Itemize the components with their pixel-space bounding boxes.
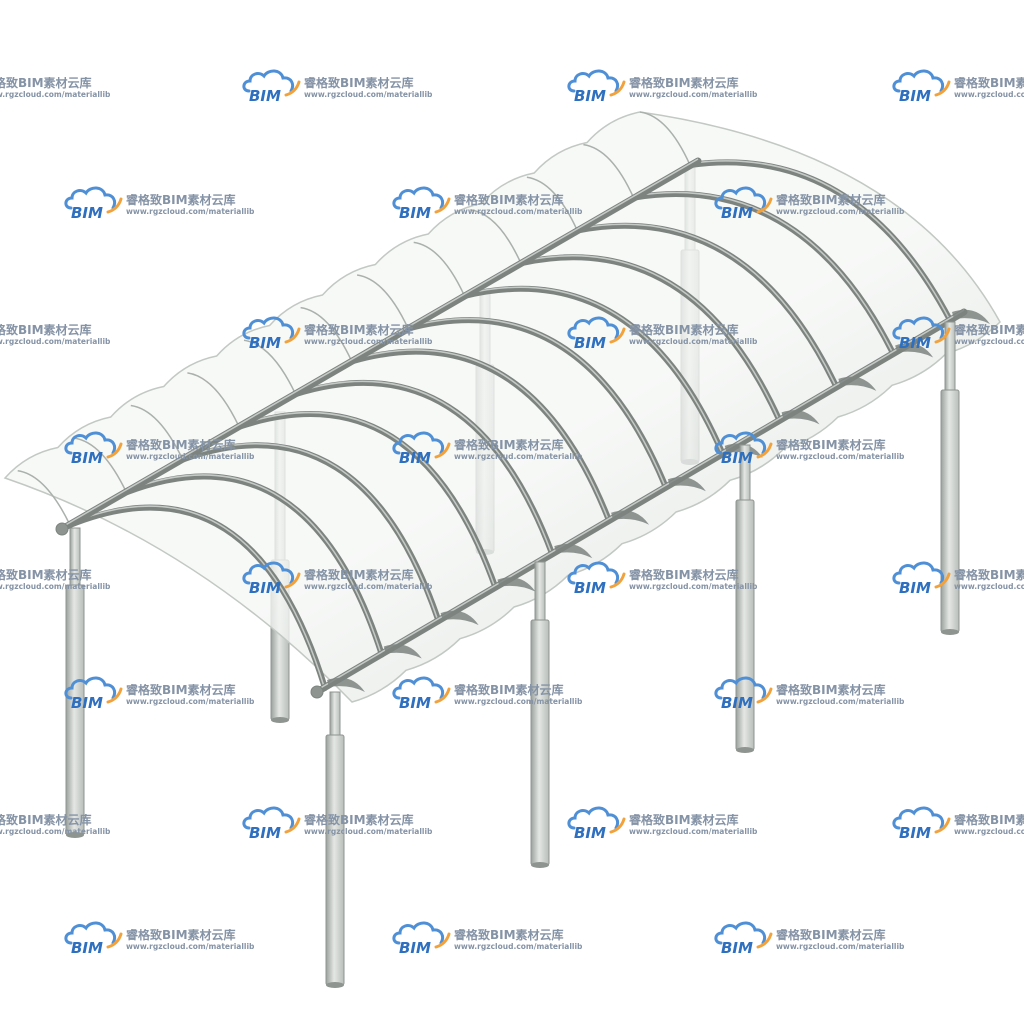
column-upper-shaft (534, 561, 546, 621)
roof-rib-highlight (350, 349, 609, 520)
beam-highlight (316, 309, 965, 691)
steel-column (325, 691, 345, 988)
longitudinal-beam-back (58, 157, 702, 533)
rib-end-fin (327, 677, 365, 692)
column-lower-shaft (735, 499, 755, 751)
column-lower-shaft (65, 584, 85, 836)
rib-end-fin (554, 543, 593, 559)
steel-column (735, 444, 755, 753)
roof-rib-highlight (519, 255, 780, 420)
rib-end-fin (440, 610, 479, 626)
column-base (941, 629, 959, 635)
membrane-pleat (526, 176, 578, 231)
beam-end-cap (55, 522, 69, 536)
membrane-pleat (243, 339, 297, 395)
rib-end-fin (781, 410, 820, 425)
rib-end-fin (611, 510, 650, 525)
roof-rib-highlight (294, 380, 553, 553)
roof-rib-highlight (632, 191, 893, 353)
roof-rib-highlight (463, 286, 723, 453)
roof-rib-highlight (688, 160, 950, 319)
roof-rib-highlight (237, 411, 496, 587)
membrane-pleat (187, 372, 240, 428)
membrane-pleat (639, 111, 691, 166)
membrane-pleat (356, 274, 409, 329)
column-lower-shaft (325, 734, 345, 986)
rib-end-fin (383, 644, 422, 659)
column-lower-shaft (530, 619, 550, 866)
rib-end-fin (497, 577, 536, 592)
column-base (736, 747, 754, 753)
roof-rib-highlight (576, 223, 837, 386)
roof-rib-highlight (407, 317, 666, 487)
steel-column (65, 527, 85, 838)
membrane-pleat (300, 306, 353, 362)
roof-rib-highlight (181, 443, 439, 620)
membrane-pleat (470, 209, 522, 264)
membrane-pleat (413, 241, 466, 297)
column-upper-shaft (69, 527, 81, 586)
beam-highlight (61, 158, 699, 528)
column-base (271, 717, 289, 723)
steel-column (530, 561, 550, 868)
membrane-pleat (583, 143, 635, 199)
longitudinal-beam-front (313, 308, 968, 696)
column-base (66, 832, 84, 838)
column-upper-shaft (739, 444, 751, 501)
column-lower-shaft (940, 389, 960, 633)
column-upper-shaft (329, 691, 341, 736)
rib-end-fin (952, 309, 990, 324)
rib-end-fin (667, 476, 706, 492)
membrane-pleat (130, 404, 184, 460)
beam-end-cap (310, 685, 324, 699)
roof-rib-highlight (68, 505, 325, 687)
column-upper-shaft (944, 321, 956, 391)
rib-end-fin (838, 376, 877, 391)
roof-rib-highlight (125, 474, 382, 654)
column-base (326, 982, 344, 988)
rib-end-fin (895, 343, 934, 358)
column-base (531, 862, 549, 868)
steel-column (940, 321, 960, 635)
membrane-pleat (17, 469, 71, 526)
